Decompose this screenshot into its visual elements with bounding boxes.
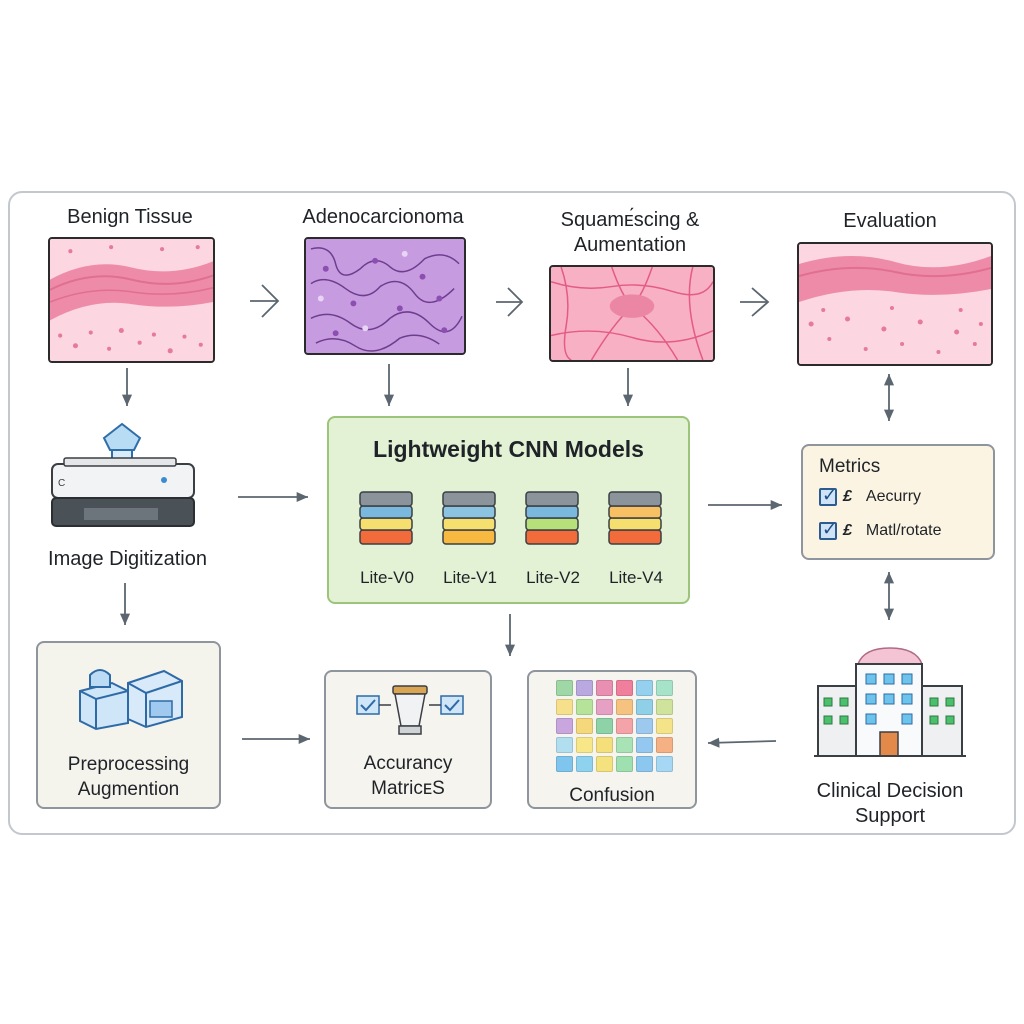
- model-label: Lite-V1: [443, 568, 497, 587]
- trophy-icon: [356, 685, 464, 735]
- clinical-label-line2: Support: [854, 805, 926, 827]
- confusion-cell: [616, 699, 633, 715]
- metric-glyph: £: [843, 522, 852, 539]
- confusion-cell: [596, 699, 613, 715]
- confusion-matrix-panel: Confusion: [527, 670, 697, 809]
- preprocessing-label-line2: Augmention: [77, 779, 180, 800]
- confusion-cell: [556, 756, 573, 772]
- cnn-models-title: Lightweight CNN Models: [373, 436, 644, 462]
- confusion-cell: [636, 680, 653, 696]
- confusion-cell: [556, 699, 573, 715]
- confusion-cell: [656, 737, 673, 753]
- layer-stack-icon: [442, 491, 496, 545]
- squamous-tissue-image: [549, 265, 715, 362]
- confusion-cell: [616, 718, 633, 734]
- squamous-label-line2: Aumentation: [573, 234, 687, 256]
- accuracy-metrics-panel: Accurancy MatricᴇS: [324, 670, 492, 809]
- confusion-cell: [616, 680, 633, 696]
- confusion-cell: [636, 737, 653, 753]
- model-label: Lite-V4: [609, 568, 663, 587]
- adenocarcinoma-tissue-image: [304, 237, 466, 355]
- evaluation-label: Evaluation: [843, 210, 937, 232]
- checkbox-icon: [819, 519, 837, 540]
- model-label: Lite-V2: [526, 568, 580, 587]
- accuracy-label-line1: Accurancy: [363, 753, 453, 774]
- confusion-cell: [636, 718, 653, 734]
- squamous-label-line1: Squamᴇ́scing &: [560, 209, 700, 231]
- confusion-cell: [556, 718, 573, 734]
- preprocessing-panel: Preprocessing Augmention: [36, 641, 221, 809]
- slide-scanner-icon: C: [44, 420, 200, 532]
- model-label: Lite-V0: [360, 568, 414, 587]
- confusion-cell: [616, 737, 633, 753]
- hospital-icon: [814, 642, 966, 760]
- metric-glyph: £: [843, 488, 852, 505]
- svg-text:C: C: [58, 478, 65, 489]
- checkbox-icon: [819, 485, 837, 506]
- confusion-cell: [596, 718, 613, 734]
- evaluation-tissue-image: [797, 242, 993, 366]
- metric-label: Matl/rotate: [865, 522, 942, 539]
- confusion-cell: [656, 680, 673, 696]
- adenocarcinoma-label: Adenocarcionoma: [302, 206, 464, 228]
- metrics-panel: Metrics £ Aecurry £ Matl/rotate: [801, 444, 995, 560]
- confusion-cell: [556, 680, 573, 696]
- model-lite-v0: Lite-V0: [352, 488, 422, 588]
- benign-tissue-image: [48, 237, 215, 363]
- confusion-cell: [636, 699, 653, 715]
- metric-label: Aecurry: [865, 488, 922, 505]
- confusion-cell: [596, 737, 613, 753]
- confusion-cell: [556, 737, 573, 753]
- confusion-cell: [596, 756, 613, 772]
- confusion-cell: [576, 756, 593, 772]
- layer-stack-icon: [608, 491, 662, 545]
- confusion-cell: [576, 699, 593, 715]
- cube-icon: [79, 669, 183, 731]
- accuracy-label-line2: MatricᴇS: [371, 778, 445, 799]
- confusion-cell: [576, 737, 593, 753]
- confusion-label: Confusion: [569, 785, 655, 806]
- clinical-label-line1: Clinical Decision: [816, 780, 964, 802]
- metric-item: £ Matl/rotate: [819, 519, 942, 540]
- confusion-cell: [576, 718, 593, 734]
- confusion-cell: [576, 680, 593, 696]
- confusion-cell: [656, 699, 673, 715]
- layer-stack-icon: [359, 491, 413, 545]
- model-lite-v2: Lite-V2: [518, 488, 588, 588]
- layer-stack-icon: [525, 491, 579, 545]
- confusion-matrix-grid: [556, 680, 673, 772]
- benign-tissue-label: Benign Tissue: [67, 206, 193, 228]
- model-lite-v1: Lite-V1: [435, 488, 505, 588]
- image-digitization-label: Image Digitization: [48, 548, 207, 570]
- cnn-models-panel: Lightweight CNN Models Lite-V0 Lite-V1 L…: [327, 416, 690, 604]
- confusion-cell: [656, 718, 673, 734]
- confusion-cell: [636, 756, 653, 772]
- metric-item: £ Aecurry: [819, 485, 922, 506]
- confusion-cell: [616, 756, 633, 772]
- metrics-title: Metrics: [819, 456, 881, 477]
- confusion-cell: [596, 680, 613, 696]
- confusion-cell: [656, 756, 673, 772]
- preprocessing-label-line1: Preprocessing: [67, 754, 190, 775]
- model-lite-v4: Lite-V4: [601, 488, 671, 588]
